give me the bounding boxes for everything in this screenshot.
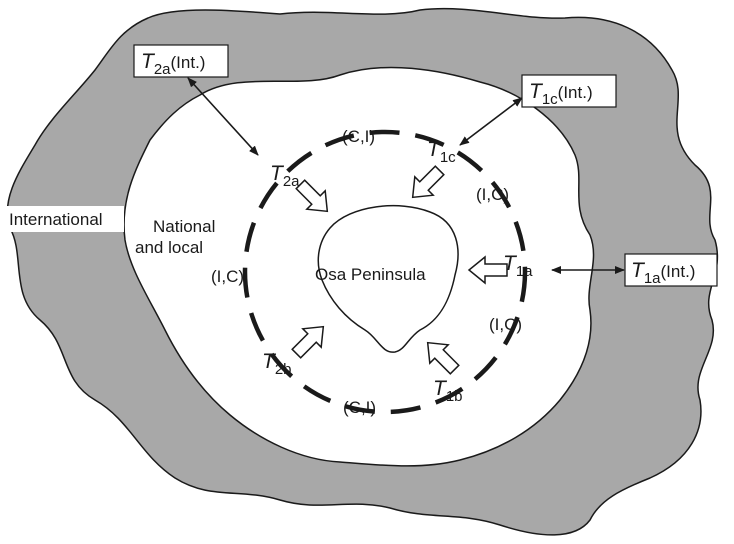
node-t1a: T1a — [503, 252, 533, 280]
t1c-international-box — [521, 74, 617, 108]
hollow-arrow-from-t2b-icon — [291, 325, 325, 359]
hollow-arrow-from-t2a-icon — [295, 179, 329, 213]
hollow-arrow-from-t1a-icon — [467, 255, 508, 285]
transaction-ring — [242, 129, 528, 415]
node-t2a: T2a — [270, 162, 300, 190]
node-t1b: T1b — [433, 377, 463, 405]
international-node-t2a: T2a(Int.) — [141, 50, 205, 78]
international-label: International — [9, 210, 103, 229]
hollow-arrow-from-t1b-icon — [426, 341, 460, 375]
link-label-right-upper: (I,C) — [476, 185, 509, 204]
node-t2b: T2b — [262, 350, 292, 378]
hollow-arrow-from-t1c-icon — [411, 165, 445, 199]
link-label-lower: (C,I) — [343, 398, 376, 417]
double-arrow-t2a-international — [187, 77, 259, 156]
international-label-box — [6, 206, 124, 232]
international-node-t1a: T1a(Int.) — [631, 259, 695, 287]
osa-peninsula-label: Osa Peninsula — [315, 265, 426, 284]
international-node-t1c: T1c(Int.) — [529, 80, 593, 108]
node-t1c: T1c — [427, 138, 456, 166]
double-arrow-t1c-international — [459, 97, 523, 146]
t2a-international-box — [133, 44, 229, 78]
link-label-upper: (C,I) — [342, 127, 375, 146]
link-label-right-lower: (I,C) — [489, 315, 522, 334]
national-label-line2: and local — [135, 238, 203, 257]
osa-peninsula-region — [317, 204, 459, 353]
link-label-left: (I,C) — [211, 267, 244, 286]
t1a-international-box — [624, 253, 718, 287]
national-label-line1: National — [153, 217, 215, 236]
